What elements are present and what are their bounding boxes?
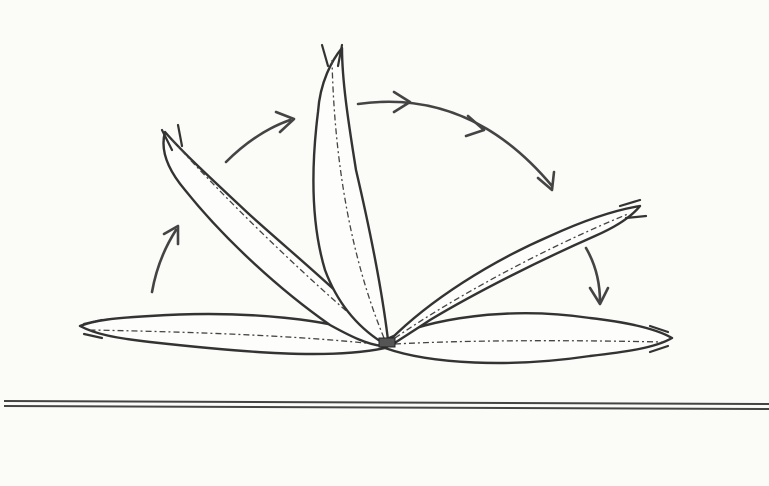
arrow-2 — [226, 112, 294, 162]
arrow-1 — [152, 226, 178, 292]
arrow-4 — [586, 248, 608, 304]
pivot-marker — [379, 338, 395, 347]
ground-line — [4, 401, 769, 409]
arrow-3 — [358, 92, 554, 190]
